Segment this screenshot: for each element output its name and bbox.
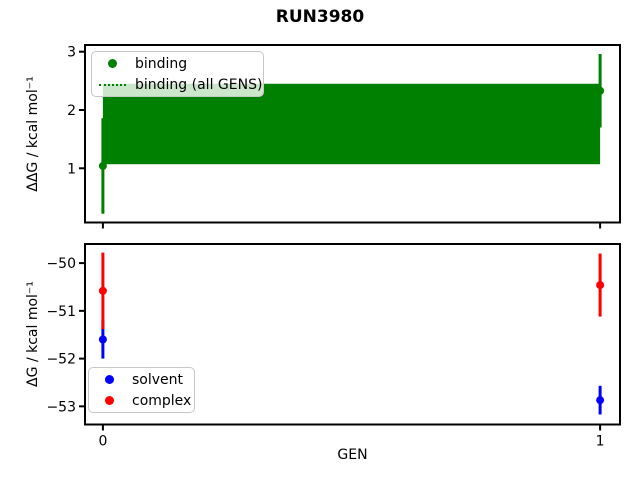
y-tick-label: 3 <box>67 45 76 61</box>
y-tick-label: −52 <box>46 352 76 368</box>
binding-data-point <box>98 161 107 170</box>
legend-solvent-complex: solvent complex <box>88 367 195 413</box>
dot-marker-icon <box>95 396 123 405</box>
dot-marker-icon <box>98 59 126 68</box>
legend-item-binding: binding <box>98 53 257 74</box>
x-axis-label: GEN <box>337 447 368 463</box>
axes-frame <box>84 243 621 426</box>
binding-data-point <box>596 86 605 95</box>
solvent-data-point <box>98 335 107 344</box>
legend-label-complex: complex <box>132 392 192 409</box>
legend-item-solvent: solvent <box>95 369 188 390</box>
plot-title: RUN3980 <box>275 7 365 27</box>
axes-frame <box>84 44 621 224</box>
legend-label-binding-all-gens: binding (all GENS) <box>135 76 263 93</box>
legend-item-binding-all-gens: binding (all GENS) <box>98 74 262 95</box>
x-tick-label: 1 <box>596 434 605 450</box>
y-axis-label-top: ΔΔG / kcal mol⁻¹ <box>25 76 41 192</box>
y-axis-label-bottom: ΔG / kcal mol⁻¹ <box>25 281 41 387</box>
legend-binding: binding binding (all GENS) <box>91 51 264 97</box>
legend-label-solvent: solvent <box>132 371 184 388</box>
y-tick-label: −50 <box>46 256 76 272</box>
legend-item-complex: complex <box>95 390 192 411</box>
solvent-data-point <box>596 396 605 405</box>
y-tick-label: 2 <box>67 103 76 119</box>
complex-data-point <box>98 286 107 295</box>
dot-marker-icon <box>95 375 123 384</box>
x-tick-label: 0 <box>98 434 107 450</box>
confidence-band <box>102 83 601 165</box>
y-tick-label: −51 <box>46 304 76 320</box>
y-tick-label: 1 <box>67 161 76 177</box>
y-tick-label: −53 <box>46 399 76 415</box>
legend-label-binding: binding <box>135 55 188 72</box>
dotted-line-icon <box>98 83 126 86</box>
complex-data-point <box>596 281 605 290</box>
